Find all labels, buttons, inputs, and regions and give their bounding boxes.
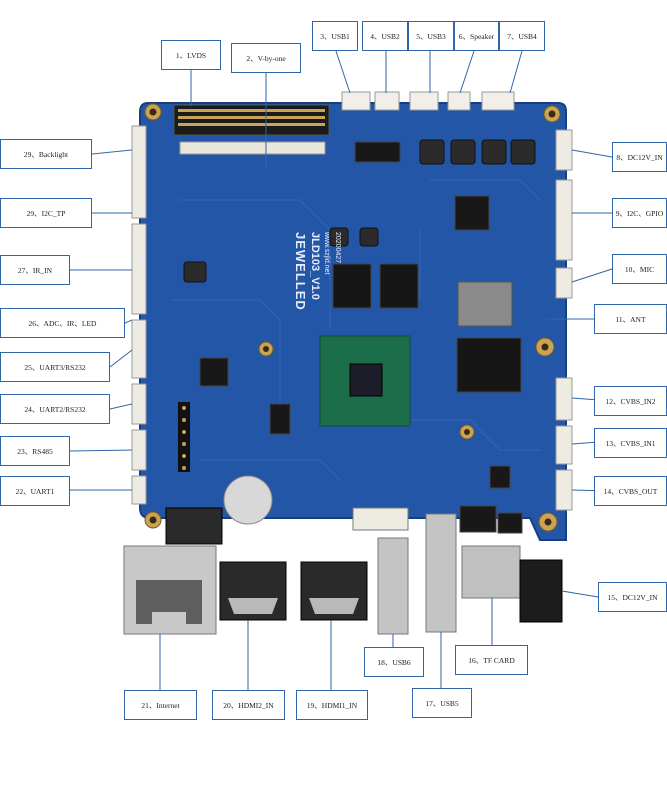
- callout-ir-in: 27、IR_IN: [0, 255, 70, 285]
- hdmi-ports: [219, 561, 368, 621]
- callout-internet: 21、Internet: [124, 690, 197, 720]
- callout-uart3-rs232: 25、UART3/RS232: [0, 352, 110, 382]
- callout-ant: 11、ANT: [594, 304, 667, 334]
- callout-usb1: 3、USB1: [312, 21, 358, 51]
- pcb-traces: [170, 179, 541, 481]
- dc-jack: [519, 559, 563, 623]
- callout-i2c-gpio: 9、I2C、GPIO: [612, 198, 667, 228]
- callout-uart2-rs232: 24、UART2/RS232: [0, 394, 110, 424]
- other-ics: [199, 141, 523, 534]
- tf-card-slot: [461, 545, 521, 599]
- callout-usb5: 17、USB5: [412, 688, 472, 718]
- callout-usb6: 18、USB6: [364, 647, 424, 677]
- ethernet-transformer: [165, 507, 223, 545]
- wifi-module: [457, 281, 513, 327]
- callout-tf-card: 16、TF CARD: [455, 645, 528, 675]
- callout-v-by-one: 2、V-by-one: [231, 43, 301, 73]
- callout-dc12v-in-bottom: 15、DC12V_IN: [598, 582, 667, 612]
- usb-ports: [352, 507, 457, 635]
- callout-usb2: 4、USB2: [362, 21, 408, 51]
- callout-i2c-tp: 29、I2C_TP: [0, 198, 92, 228]
- left-connectors: [131, 125, 147, 505]
- callout-uart1: 22、UART1: [0, 476, 70, 506]
- coin-battery: [223, 475, 273, 525]
- callout-cvbs-out: 14、CVBS_OUT: [594, 476, 667, 506]
- pin-header: [178, 402, 190, 472]
- callout-mic: 10、MIC: [612, 254, 667, 284]
- callout-usb4: 7、USB4: [499, 21, 545, 51]
- silk-website: www.szjld.net: [323, 231, 330, 274]
- silkscreen: JEWELLED JLD103_V1.0 www.szjld.net 20200…: [293, 231, 341, 311]
- silk-brand: JEWELLED: [293, 232, 308, 311]
- callout-cvbs-in1: 13、CVBS_IN1: [594, 428, 667, 458]
- right-connectors: [555, 129, 573, 511]
- soc-die: [349, 363, 383, 397]
- callout-hdmi2-in: 20、HDMI2_IN: [212, 690, 285, 720]
- top-connectors: [341, 91, 515, 111]
- vbyone-connector: [179, 141, 326, 155]
- memory-chips: [332, 263, 522, 393]
- callout-rs485: 23、RS485: [0, 436, 70, 466]
- silk-date: 20200427: [334, 232, 341, 263]
- mounting-holes: [144, 103, 561, 532]
- callout-lvds: 1、LVDS: [161, 40, 221, 70]
- callout-usb3: 5、USB3: [408, 21, 454, 51]
- silk-model: JLD103_V1.0: [309, 232, 321, 300]
- callout-adc-ir-led: 26、ADC、IR、LED: [0, 308, 125, 338]
- inductors: [183, 139, 536, 283]
- callout-dc12v-in-top: 8、DC12V_IN: [612, 142, 667, 172]
- leader-lines: [69, 50, 613, 690]
- callout-backlight: 29、Backlight: [0, 139, 92, 169]
- callout-cvbs-in2: 12、CVBS_IN2: [594, 386, 667, 416]
- callout-speaker: 6、Speaker: [454, 21, 499, 51]
- callout-hdmi1-in: 19、HDMI1_IN: [296, 690, 368, 720]
